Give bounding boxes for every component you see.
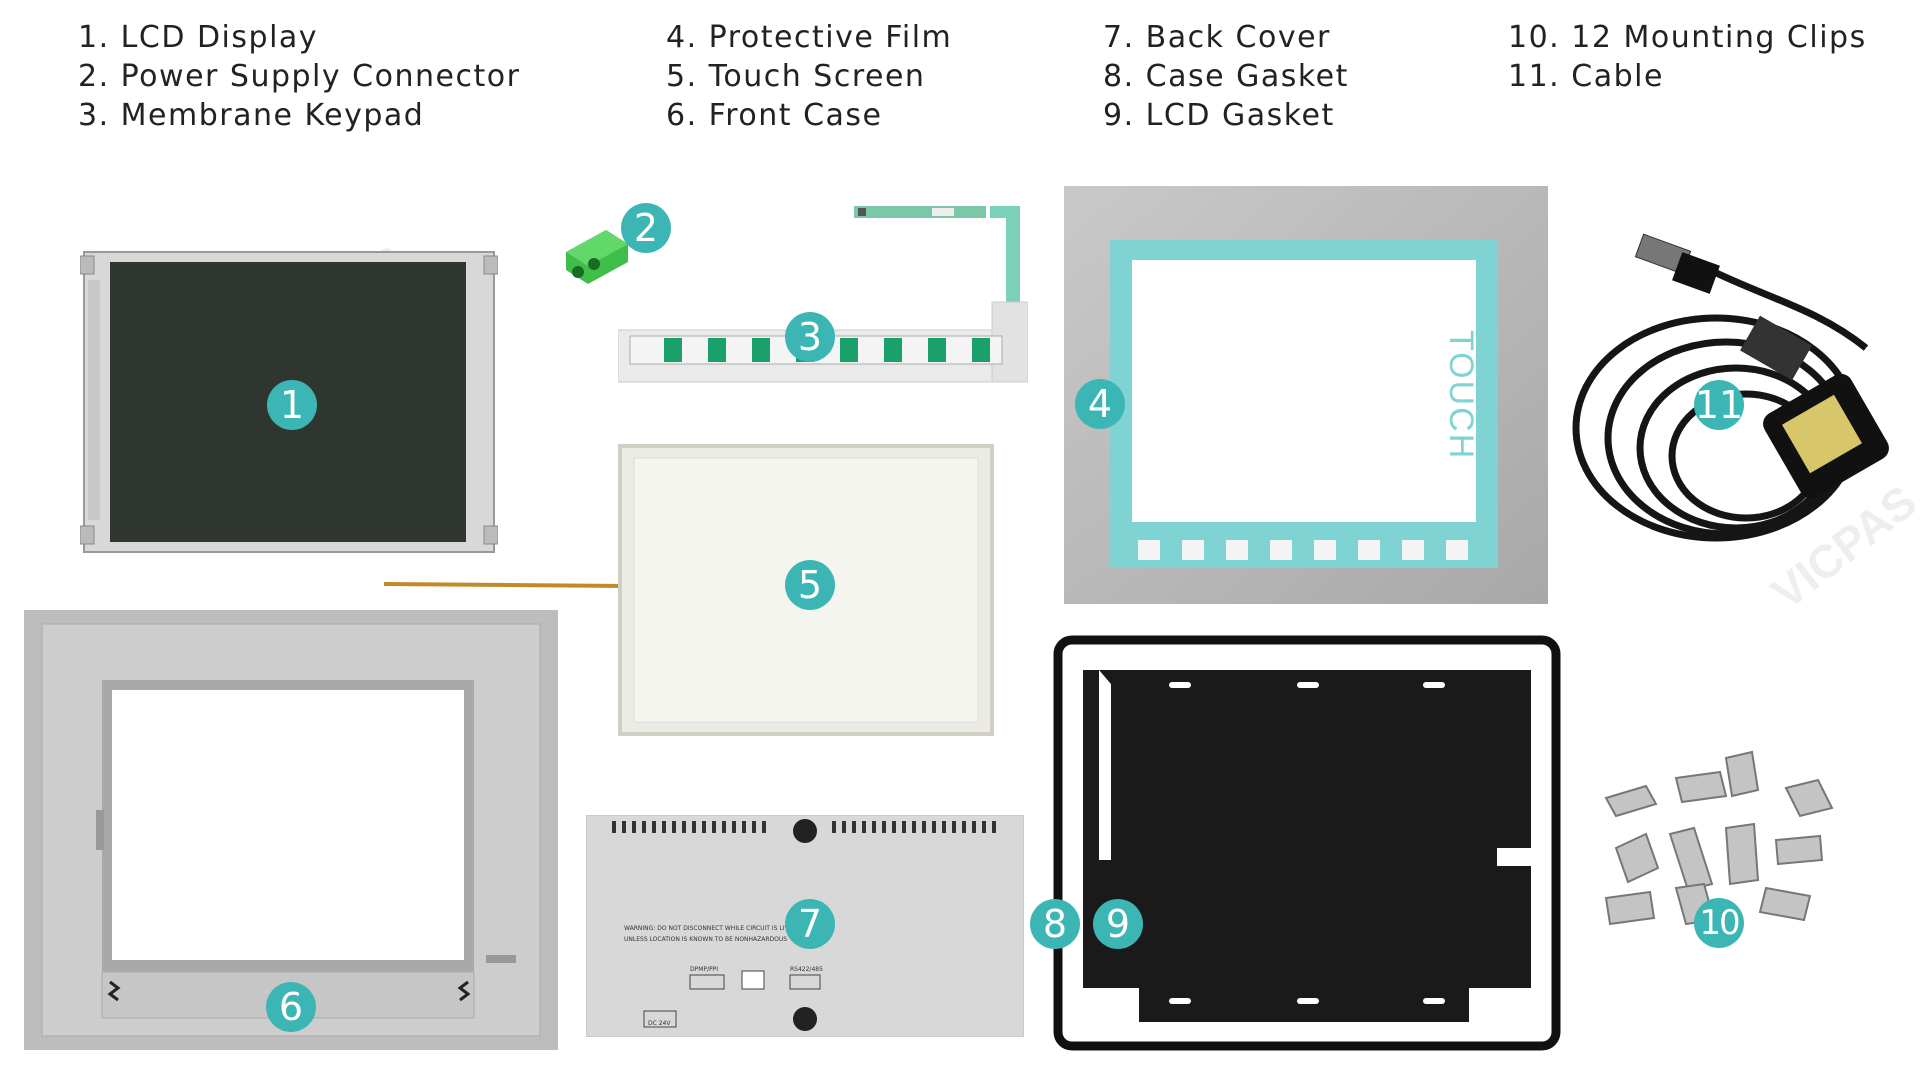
legend-item: 6. Front Case [666,98,883,133]
legend-item: 5. Touch Screen [666,59,926,94]
legend-item: 4. Protective Film [666,20,953,55]
badge-9: 9 [1093,899,1143,949]
legend-column-4: 10. 12 Mounting Clips 11. Cable [1508,18,1867,96]
badge-11: 11 [1694,380,1744,430]
badge-8: 8 [1030,899,1080,949]
legend-column-2: 4. Protective Film 5. Touch Screen 6. Fr… [666,18,952,135]
badge-4: 4 [1075,379,1125,429]
badge-7: 7 [785,899,835,949]
badge-6: 6 [266,982,316,1032]
badge-3: 3 [785,312,835,362]
port-label-rs422: RS422/485 [790,966,823,973]
legend-item: 2. Power Supply Connector [78,59,521,94]
legend-column-3: 7. Back Cover 8. Case Gasket 9. LCD Gask… [1103,18,1349,135]
badge-1: 1 [267,380,317,430]
case-gasket [1052,634,1562,1052]
membrane-keypad [617,204,1029,384]
mounting-clips [1596,748,1846,934]
legend-item: 11. Cable [1508,59,1664,94]
legend-item: 10. 12 Mounting Clips [1508,20,1867,55]
legend-item: 8. Case Gasket [1103,59,1349,94]
protective-film [1064,186,1548,604]
cable [1566,228,1900,598]
legend-item: 9. LCD Gasket [1103,98,1335,133]
back-cover-warning-2: UNLESS LOCATION IS KNOWN TO BE NONHAZARD… [624,936,788,943]
legend-item: 7. Back Cover [1103,20,1331,55]
back-cover-warning-1: WARNING: DO NOT DISCONNECT WHILE CIRCUIT… [624,925,793,932]
badge-10: 10 [1694,898,1744,948]
lcd-gasket [1083,670,1531,1024]
legend-item: 3. Membrane Keypad [78,98,425,133]
legend-column-1: 1. LCD Display 2. Power Supply Connector… [78,18,520,135]
front-case [24,610,558,1050]
legend-item: 1. LCD Display [78,20,319,55]
lcd-display [79,250,499,554]
port-label-dpmp: DPMP/PPI [690,966,719,973]
badge-2: 2 [621,203,671,253]
film-side-label: TOUCH [1442,330,1480,461]
badge-5: 5 [785,560,835,610]
power-supply-connector [556,222,636,292]
power-label: DC 24V [648,1020,671,1027]
